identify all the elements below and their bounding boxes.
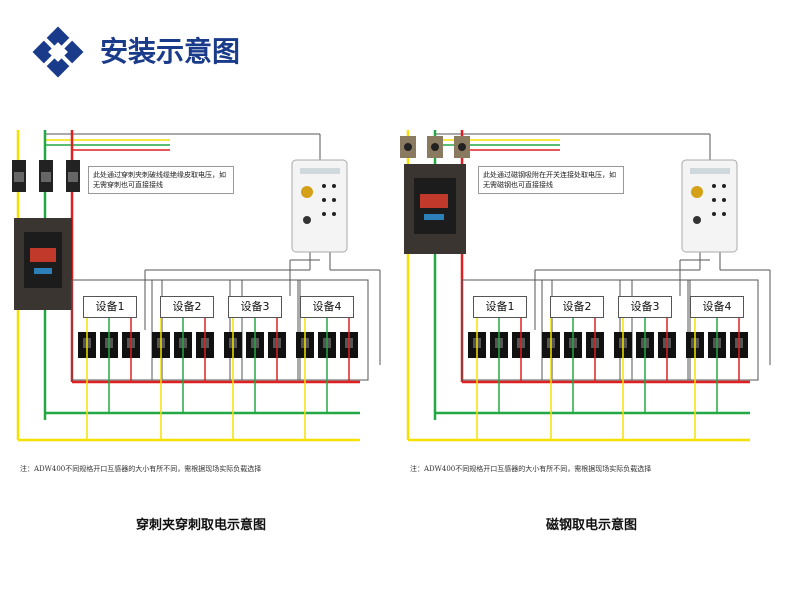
device-label: 设备2 <box>160 296 214 318</box>
footnote: 注：ADW400不同规格开口互感器的大小有所不同，需根据现场实际负载选择 <box>410 465 652 473</box>
piercing-clamp <box>66 160 80 192</box>
energy-meter <box>291 159 348 253</box>
company-logo <box>32 26 84 78</box>
magnetic-terminal <box>427 136 443 158</box>
wiring-note: 此处通过穿刺夹刺破线缆绝缘皮取电压，如无需穿刺也可直接接线 <box>88 166 234 194</box>
piercing-clamp <box>39 160 53 192</box>
magnetic-terminal <box>454 136 470 158</box>
device-label: 设备4 <box>690 296 744 318</box>
piercing-clamp <box>12 160 26 192</box>
device-label: 设备3 <box>228 296 282 318</box>
footnote: 注：ADW400不同规格开口互感器的大小有所不同，需根据现场实际负载选择 <box>20 465 262 473</box>
page-title: 安装示意图 <box>100 35 241 68</box>
piercing-clamp-diagram: 此处通过穿刺夹刺破线缆绝缘皮取电压，如无需穿刺也可直接接线 设备1 设备2 设备… <box>10 120 390 460</box>
device-label: 设备1 <box>473 296 527 318</box>
device-label: 设备3 <box>618 296 672 318</box>
wiring-note: 此处通过磁钢吸附在开关连接处取电压，如无需磁钢也可直接接线 <box>478 166 624 194</box>
magnetic-steel-diagram: 此处通过磁钢吸附在开关连接处取电压，如无需磁钢也可直接接线 设备1 设备2 设备… <box>400 120 780 460</box>
device-label: 设备1 <box>83 296 137 318</box>
device-label: 设备2 <box>550 296 604 318</box>
diagram-caption: 穿刺夹穿刺取电示意图 <box>136 518 267 533</box>
device-label: 设备4 <box>300 296 354 318</box>
circuit-breaker <box>14 218 72 310</box>
circuit-breaker <box>404 164 466 254</box>
energy-meter <box>681 159 738 253</box>
magnetic-terminal <box>400 136 416 158</box>
diagram-caption: 磁钢取电示意图 <box>546 518 638 533</box>
